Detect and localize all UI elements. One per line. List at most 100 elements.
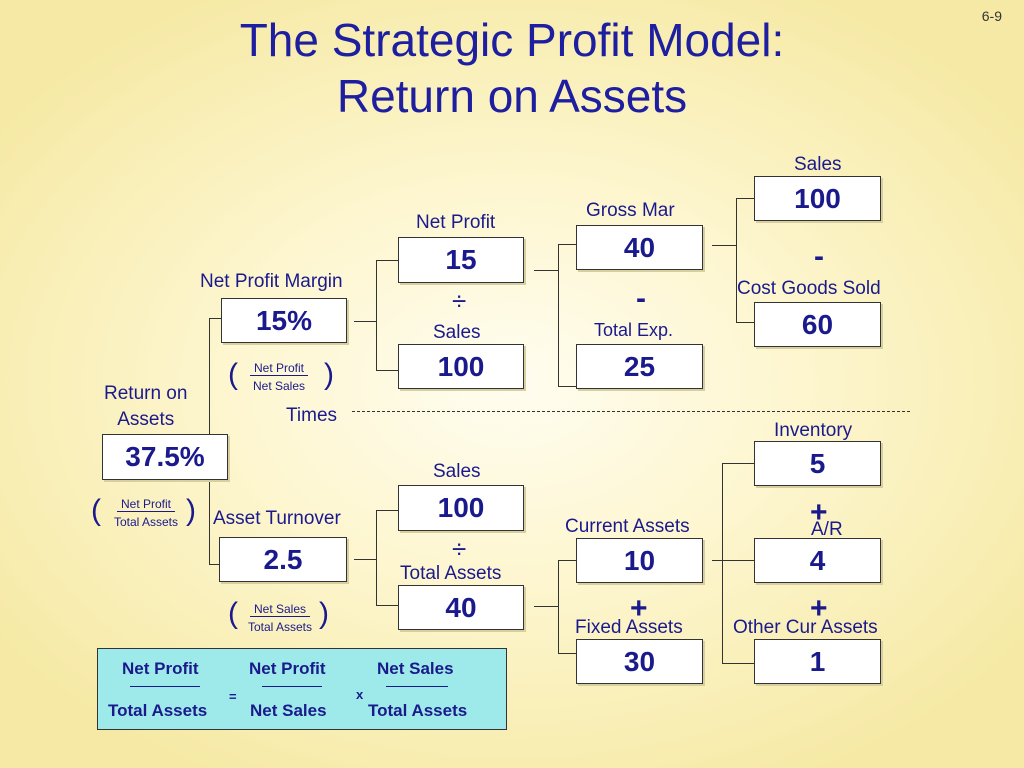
sales-label-bottom: Sales	[433, 461, 481, 482]
formula-term1-numerator: Net Profit	[122, 659, 199, 678]
formula-term3-numerator: Net Sales	[377, 659, 454, 678]
inventory-label: Inventory	[774, 420, 853, 441]
sales-value-box-top: 100	[398, 344, 524, 389]
formula-box: Net Profit Total Assets = Net Profit Net…	[97, 648, 507, 730]
cogs-value-box: 60	[754, 302, 881, 347]
connector	[376, 510, 377, 605]
other-cur-assets-value-box: 1	[754, 639, 881, 684]
divide-operator: ÷	[452, 286, 467, 316]
roa-value-box: 37.5%	[102, 434, 228, 480]
inventory-value-box: 5	[754, 441, 881, 486]
current-assets-value-box: 10	[576, 538, 703, 583]
at-ratio: Net Sales Total Assets	[238, 602, 322, 634]
formula-times: x	[356, 687, 364, 702]
slide-number: 6-9	[981, 8, 1002, 24]
plus-operator: +	[810, 496, 828, 529]
formula-term3-bar	[386, 686, 448, 687]
connector	[558, 244, 576, 245]
current-assets-label: Current Assets	[565, 516, 690, 537]
total-assets-label: Total Assets	[400, 563, 502, 584]
sales-value-box-bottom: 100	[398, 485, 524, 531]
connector	[376, 260, 398, 261]
roa-ratio-numerator: Net Profit	[116, 497, 175, 512]
roa-paren-close: )	[186, 494, 196, 527]
at-paren-open: (	[228, 597, 238, 630]
formula-term1-bar	[130, 686, 200, 687]
connector	[722, 463, 754, 464]
roa-ratio-denominator: Total Assets	[113, 515, 179, 529]
roa-label-line-1: Return on	[104, 383, 188, 404]
connector	[736, 322, 754, 323]
npm-paren-open: (	[228, 358, 238, 391]
times-divider	[352, 411, 910, 412]
gross-margin-value-box: 40	[576, 225, 703, 270]
connector	[209, 564, 221, 565]
total-assets-value-box: 40	[398, 585, 524, 630]
connector	[376, 260, 377, 370]
npm-ratio-numerator: Net Profit	[249, 361, 308, 376]
connector	[736, 198, 737, 322]
connector	[534, 606, 558, 607]
formula-term2-denominator: Net Sales	[250, 701, 327, 720]
plus-operator: +	[810, 592, 828, 625]
at-ratio-denominator: Total Assets	[247, 620, 313, 634]
formula-equals: =	[229, 689, 237, 704]
connector	[712, 560, 754, 561]
roa-paren-open: (	[91, 494, 101, 527]
formula-term2-bar	[262, 686, 322, 687]
other-cur-assets-label: Other Cur Assets	[733, 617, 878, 638]
minus-operator: -	[636, 282, 646, 315]
title-line-2: Return on Assets	[336, 70, 688, 122]
roa-label-line-2: Assets	[117, 409, 175, 430]
cogs-label: Cost Goods Sold	[737, 278, 881, 299]
connector	[376, 370, 398, 371]
at-ratio-numerator: Net Sales	[249, 602, 311, 617]
connector	[209, 318, 221, 319]
npm-value-box: 15%	[221, 298, 347, 343]
plus-operator: +	[630, 592, 648, 625]
net-profit-label: Net Profit	[416, 212, 496, 233]
divide-operator: ÷	[452, 534, 467, 564]
connector	[534, 270, 558, 271]
npm-label: Net Profit Margin	[200, 271, 343, 292]
roa-ratio: Net Profit Total Assets	[103, 497, 189, 529]
connector	[376, 605, 398, 606]
connector	[558, 244, 559, 386]
minus-operator: -	[814, 240, 824, 273]
connector	[736, 198, 754, 199]
connector	[354, 321, 376, 322]
total-exp-value-box: 25	[576, 344, 703, 389]
total-exp-label: Total Exp.	[594, 320, 674, 340]
formula-term2-numerator: Net Profit	[249, 659, 326, 678]
sales-label-far: Sales	[794, 154, 842, 175]
ar-value-box: 4	[754, 538, 881, 583]
at-paren-close: )	[319, 597, 329, 630]
ar-label: A/R	[811, 519, 843, 540]
npm-paren-close: )	[324, 358, 334, 391]
connector	[558, 653, 576, 654]
connector	[376, 510, 398, 511]
connector	[558, 386, 576, 387]
net-profit-value-box: 15	[398, 237, 524, 283]
connector	[354, 559, 376, 560]
connector	[558, 560, 559, 653]
asset-turnover-value-box: 2.5	[219, 537, 347, 582]
formula-term3-denominator: Total Assets	[368, 701, 468, 720]
title-line-1: The Strategic Profit Model:	[239, 14, 785, 66]
connector	[722, 663, 754, 664]
sales-value-box-far: 100	[754, 176, 881, 221]
roa-label: Return on Assets	[104, 381, 187, 433]
npm-ratio: Net Profit Net Sales	[240, 361, 318, 393]
gross-margin-label: Gross Mar	[586, 200, 675, 221]
npm-ratio-denominator: Net Sales	[252, 379, 306, 393]
fixed-assets-value-box: 30	[576, 639, 703, 684]
connector	[558, 560, 576, 561]
slide-title: The Strategic Profit Model: Return on As…	[0, 12, 1024, 124]
connector	[722, 463, 723, 663]
formula-term1-denominator: Total Assets	[108, 701, 208, 720]
sales-label-top: Sales	[433, 322, 481, 343]
asset-turnover-label: Asset Turnover	[213, 508, 341, 529]
connector	[712, 245, 736, 246]
times-label: Times	[286, 405, 338, 426]
fixed-assets-label: Fixed Assets	[575, 617, 683, 638]
